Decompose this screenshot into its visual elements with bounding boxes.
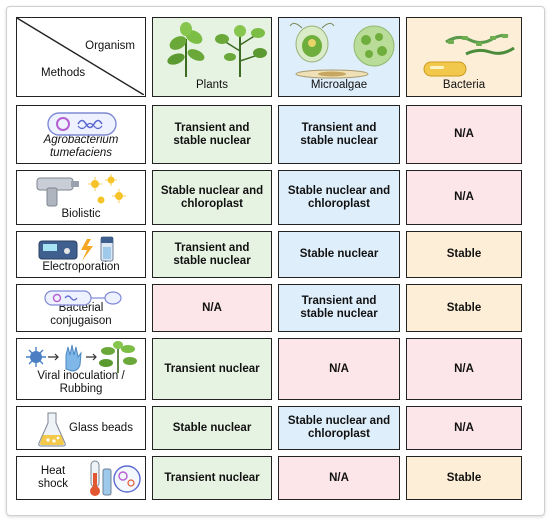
cell-viral-inoculation-bacteria: N/A <box>406 338 522 400</box>
cell-biolistic-plants: Stable nuclear and chloroplast <box>152 170 272 225</box>
bacteria-icon <box>423 33 515 77</box>
method-cell-conjugaison: Bacterial conjugaison <box>16 284 146 332</box>
header-microalgae: Microalgae <box>278 17 400 97</box>
cell-heat-shock-microalgae: N/A <box>278 456 400 500</box>
method-cell-heat-shock: Heat shock <box>16 456 146 500</box>
cell-glass-beads-bacteria: N/A <box>406 406 522 450</box>
method-label-biolistic: Biolistic <box>61 208 101 220</box>
cell-electroporation-microalgae: Stable nuclear <box>278 231 400 278</box>
method-cell-electroporation: Electroporation <box>16 231 146 278</box>
method-label-heat-shock: Heat shock <box>37 465 69 490</box>
agrobacterium-icon <box>47 112 117 136</box>
viral-inoculation-icon <box>26 341 137 373</box>
cell-glass-beads-microalgae: Stable nuclear and chloroplast <box>278 406 400 450</box>
method-cell-viral-inoculation: Viral inoculation / Rubbing <box>16 338 146 400</box>
diagonal-divider <box>17 18 144 95</box>
organism-label: Organism <box>85 40 135 52</box>
method-label-agrobacterium: Agrobacterium tumefaciens <box>43 134 119 159</box>
cell-electroporation-plants: Transient and stable nuclear <box>152 231 272 278</box>
method-cell-glass-beads: Glass beads <box>16 406 146 450</box>
cell-heat-shock-plants: Transient nuclear <box>152 456 272 500</box>
biolistic-gun-icon <box>36 174 126 207</box>
method-label-viral-inoculation: Viral inoculation / Rubbing <box>37 370 125 395</box>
header-plants: Plants <box>152 17 272 97</box>
method-label-electroporation: Electroporation <box>42 261 120 273</box>
cell-electroporation-bacteria: Stable <box>406 231 522 278</box>
cell-biolistic-microalgae: Stable nuclear and chloroplast <box>278 170 400 225</box>
cell-conjugaison-bacteria: Stable <box>406 284 522 332</box>
cell-biolistic-bacteria: N/A <box>406 170 522 225</box>
microalgae-icon <box>289 22 395 79</box>
column-header-microalgae: Microalgae <box>310 79 368 91</box>
electroporator-icon <box>38 236 114 262</box>
method-label-glass-beads: Glass beads <box>69 421 133 434</box>
header-bacteria: Bacteria <box>406 17 522 97</box>
cell-viral-inoculation-microalgae: N/A <box>278 338 400 400</box>
table-frame <box>6 6 545 516</box>
cell-viral-inoculation-plants: Transient nuclear <box>152 338 272 400</box>
flask-icon <box>38 412 66 447</box>
cell-heat-shock-bacteria: Stable <box>406 456 522 500</box>
cell-conjugaison-microalgae: Transient and stable nuclear <box>278 284 400 332</box>
column-header-bacteria: Bacteria <box>442 79 486 91</box>
method-cell-agrobacterium: Agrobacterium tumefaciens <box>16 105 146 164</box>
heat-shock-icon <box>90 460 141 496</box>
cell-agrobacterium-bacteria: N/A <box>406 105 522 164</box>
column-header-plants: Plants <box>196 79 228 91</box>
plants-icon <box>167 22 267 77</box>
methods-label: Methods <box>41 67 86 79</box>
corner-header-cell: Organism Methods <box>16 17 146 97</box>
conjugation-icon <box>44 290 122 306</box>
cell-agrobacterium-microalgae: Transient and stable nuclear <box>278 105 400 164</box>
cell-glass-beads-plants: Stable nuclear <box>152 406 272 450</box>
cell-conjugaison-plants: N/A <box>152 284 272 332</box>
cell-agrobacterium-plants: Transient and stable nuclear <box>152 105 272 164</box>
method-cell-biolistic: Biolistic <box>16 170 146 225</box>
